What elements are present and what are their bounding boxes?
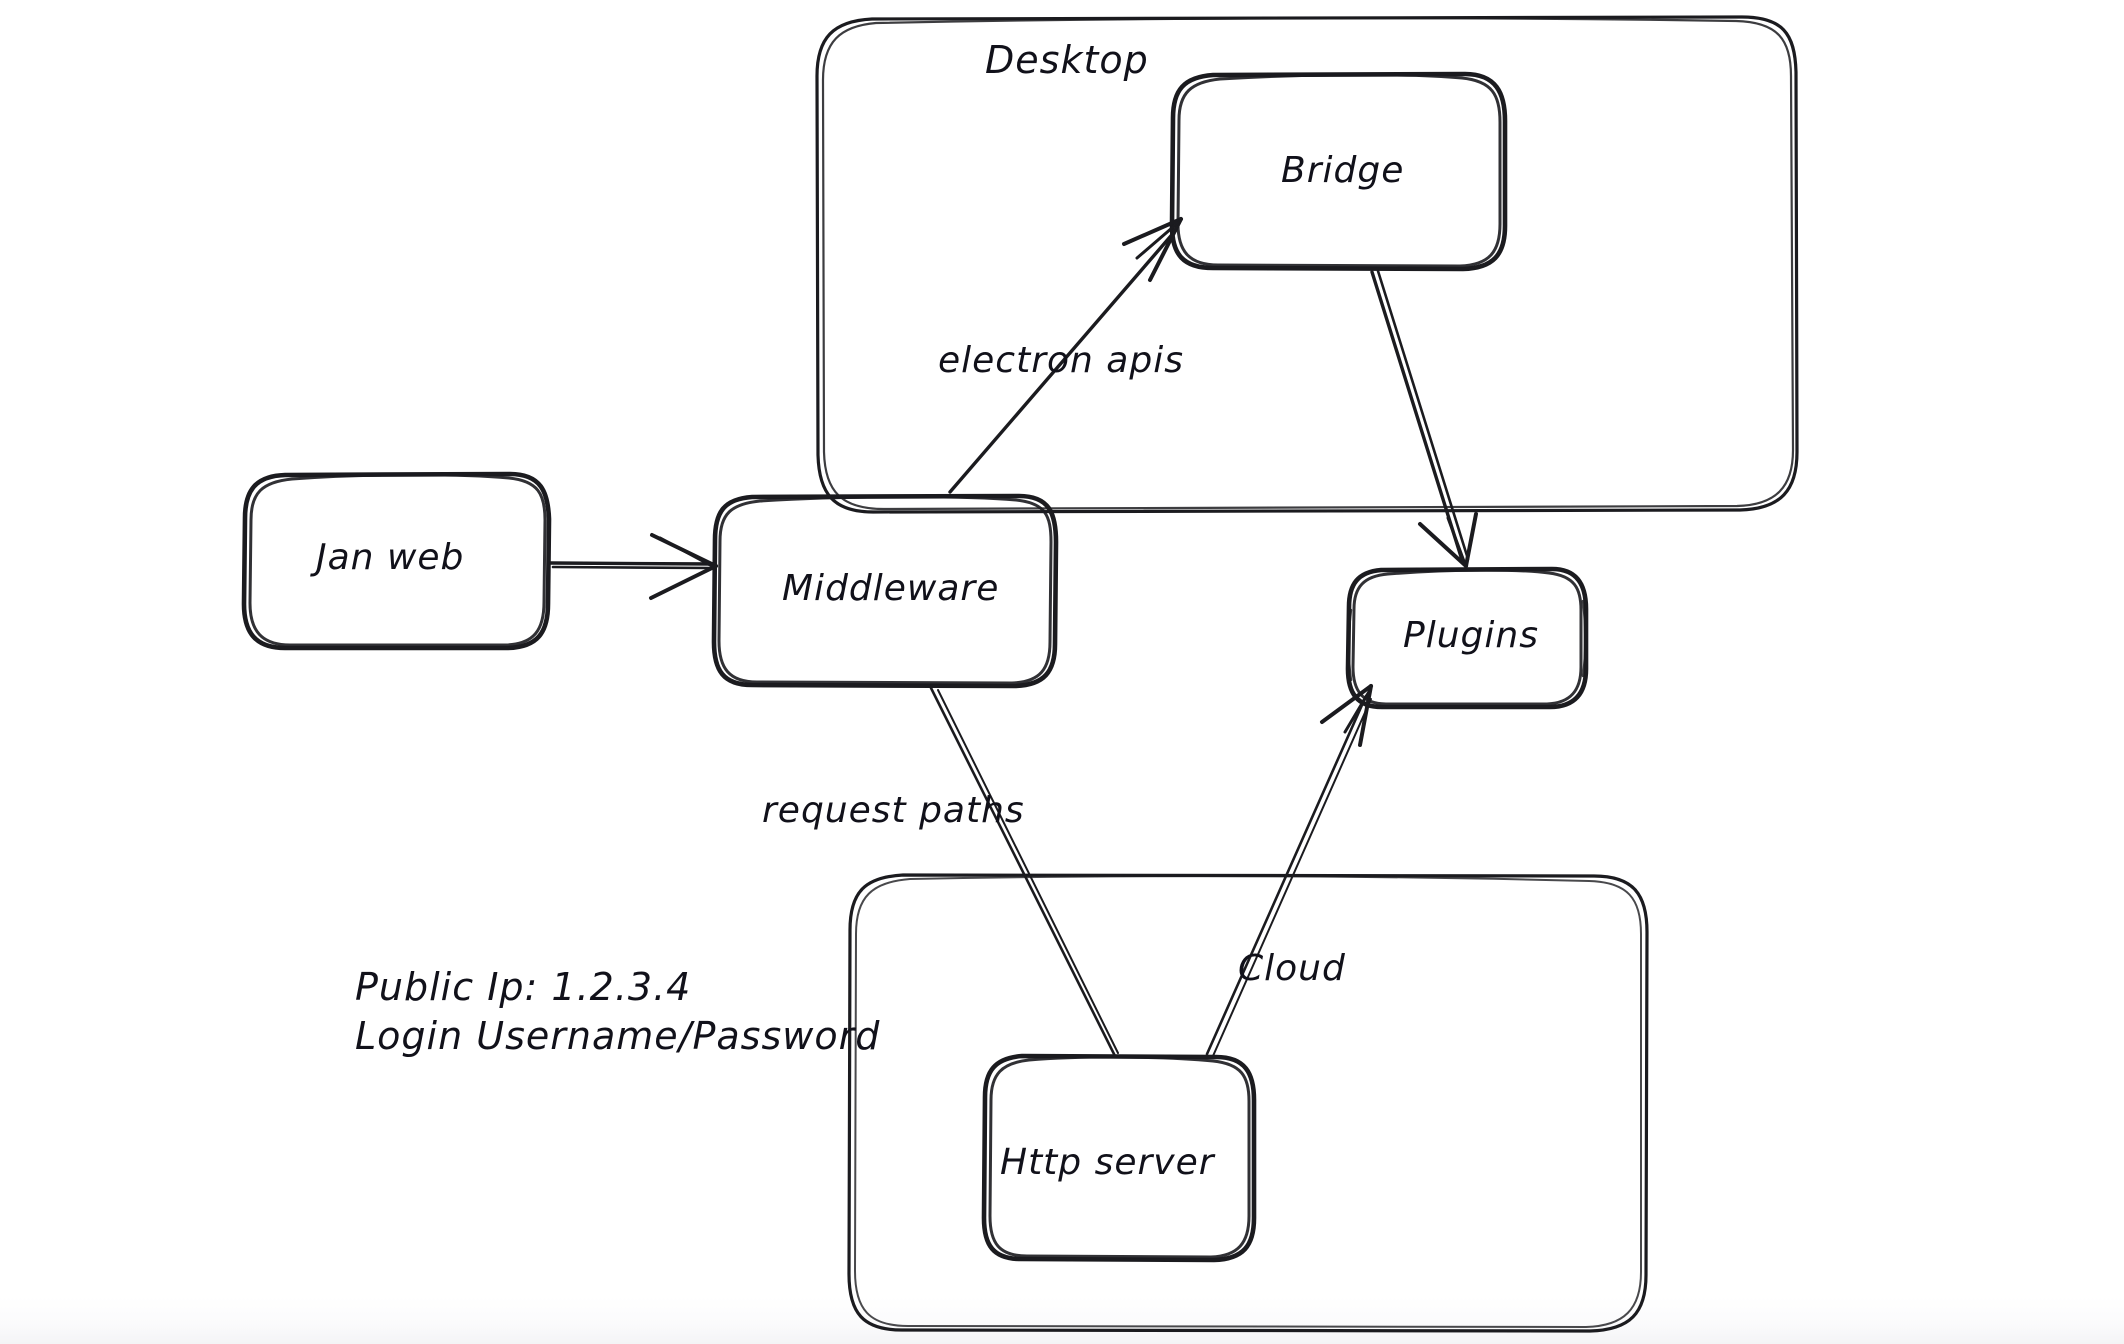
edge-middleware-to-http-server [929,686,1119,1058]
note-public-ip: Public Ip: 1.2.3.4 [355,965,692,1009]
node-jan-web-shape[interactable] [241,471,552,651]
edge-bridge-to-plugins [1370,269,1478,568]
edge-jan-web-to-middleware [549,533,718,600]
edge-label-electron-apis: electron apis [938,340,1184,381]
node-plugins-shape[interactable] [1345,566,1589,710]
container-desktop-shape [815,15,1799,514]
node-label-jan-web: Jan web [316,537,465,578]
node-bridge-shape[interactable] [1169,71,1508,272]
edge-middleware-to-bridge [948,217,1183,494]
node-label-http-server: Http server [1000,1142,1215,1183]
container-label-desktop: Desktop [985,38,1149,82]
node-label-bridge: Bridge [1281,150,1405,191]
note-block: Public Ip: 1.2.3.4 Login Username/Passwo… [355,963,880,1060]
edge-label-cloud: Cloud [1238,948,1346,989]
edge-http-server-to-plugins [1205,684,1373,1057]
note-login: Login Username/Password [355,1013,881,1058]
node-label-middleware: Middleware [782,568,1000,609]
node-http-server-shape[interactable] [981,1053,1257,1263]
edge-label-request-paths: request paths [762,790,1025,831]
node-middleware-shape[interactable] [711,493,1059,689]
node-label-plugins: Plugins [1403,615,1539,656]
container-cloud-shape [847,873,1649,1333]
